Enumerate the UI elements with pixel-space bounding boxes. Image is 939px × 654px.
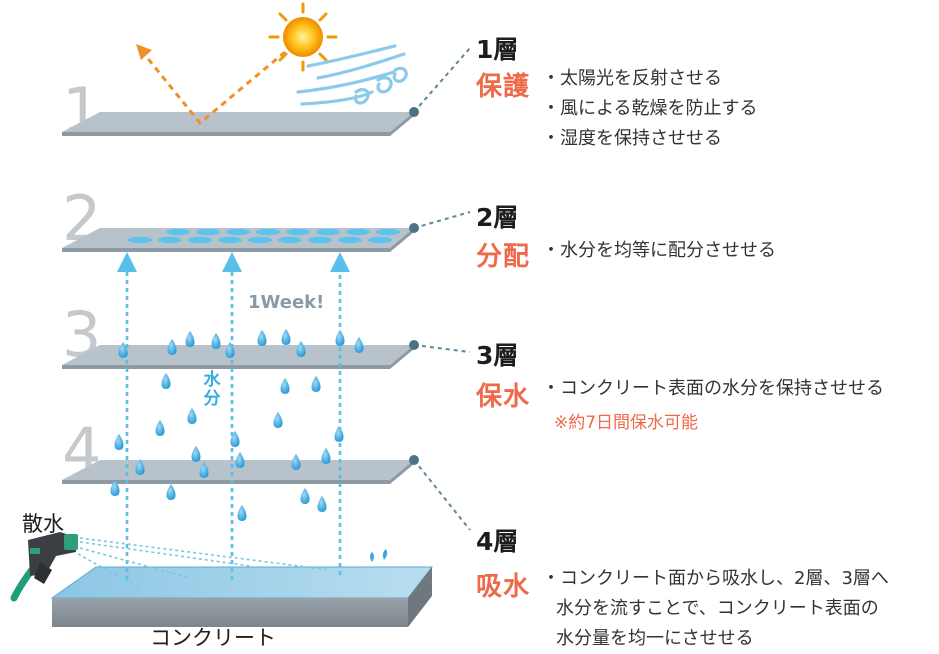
water-hole <box>226 228 250 236</box>
concrete-block <box>50 566 434 627</box>
connector-lines <box>413 47 471 531</box>
water-arrowheads <box>117 252 350 272</box>
water-flow-arrows <box>125 270 342 580</box>
hose-nozzle-icon <box>10 532 78 602</box>
water-droplet <box>235 452 245 468</box>
layer-1-desc-1: ・太陽光を反射させる <box>542 68 722 89</box>
water-droplet <box>135 459 145 475</box>
water-hole <box>278 236 302 244</box>
layer-1-desc-2: ・風による乾燥を防止する <box>542 98 758 119</box>
water-droplet <box>296 341 306 357</box>
water-hole <box>248 236 272 244</box>
concrete-label: コンクリート <box>150 626 276 650</box>
layer-4-desc-3: 水分量を均一にさせせる <box>556 628 754 649</box>
water-hole <box>166 228 190 236</box>
water-droplet <box>317 496 327 512</box>
water-hole <box>308 236 332 244</box>
water-droplet <box>291 454 301 470</box>
water-droplet <box>354 337 364 353</box>
layer-1-role: 保護 <box>476 72 531 102</box>
layer-1-sheet <box>62 112 414 136</box>
layer-2-desc-1: ・水分を均等に配分させせる <box>542 240 776 261</box>
water-droplet <box>167 339 177 355</box>
water-droplet <box>321 448 331 464</box>
water-hole <box>256 228 280 236</box>
water-droplet <box>281 329 291 345</box>
one-week-label: 1Week! <box>248 292 325 313</box>
layer-3-sheet <box>62 345 414 369</box>
layer-2-title: 2層 <box>476 203 519 232</box>
layer-4-desc-2: 水分を流すことで、コンクリート表面の <box>556 598 879 619</box>
water-droplet <box>114 434 124 450</box>
water-hole <box>338 236 362 244</box>
water-hole <box>346 228 370 236</box>
layer-3-title: 3層 <box>476 341 519 370</box>
water-hole <box>196 228 220 236</box>
water-hole <box>188 236 212 244</box>
spray-label: 散水 <box>22 512 64 536</box>
layer-1-title: 1層 <box>476 35 519 64</box>
sunlight-reflection-arrow <box>136 44 286 126</box>
water-droplet <box>230 431 240 447</box>
water-droplet <box>280 378 290 394</box>
water-droplet <box>257 330 267 346</box>
splash-drops <box>370 549 388 562</box>
layer-4-role: 吸水 <box>476 572 531 602</box>
water-droplet <box>273 412 283 428</box>
layer-4-sheet <box>62 460 414 484</box>
water-droplet <box>185 331 195 347</box>
water-hole <box>368 236 392 244</box>
water-droplet <box>166 484 176 500</box>
spray-lines <box>77 537 331 589</box>
water-hole <box>128 236 152 244</box>
layer-4-desc-1: ・コンクリート面から吸水し、2層、3層へ <box>542 568 889 589</box>
water-droplet <box>334 426 344 442</box>
layer-3-desc-1: ・コンクリート表面の水分を保持させせる <box>542 378 884 399</box>
water-hole <box>286 228 310 236</box>
wind-icon <box>296 44 408 106</box>
connector-dots <box>409 107 419 465</box>
water-hole <box>218 236 242 244</box>
water-droplet <box>191 446 201 462</box>
layer-number-1: 1 <box>62 74 101 147</box>
sun-icon <box>268 2 338 72</box>
water-droplet <box>118 342 128 358</box>
layer-4-title: 4層 <box>476 527 519 556</box>
water-droplet <box>161 373 171 389</box>
layer-1-desc-3: ・湿度を保持させせる <box>542 128 722 149</box>
water-droplet <box>155 420 165 436</box>
water-label: 水 分 <box>203 370 221 409</box>
water-droplet <box>225 342 235 358</box>
water-droplet <box>311 376 321 392</box>
water-droplet <box>110 480 120 496</box>
layer-2-role: 分配 <box>476 242 531 272</box>
water-droplets <box>110 329 364 521</box>
water-droplet <box>237 505 247 521</box>
layer-3-role: 保水 <box>476 382 531 412</box>
water-droplet <box>211 333 221 349</box>
water-hole <box>316 228 340 236</box>
layer-3-note: ※約7日間保水可能 <box>554 413 699 433</box>
water-droplet <box>187 408 197 424</box>
water-droplet <box>300 488 310 504</box>
water-droplet <box>335 330 345 346</box>
water-hole <box>376 228 400 236</box>
water-hole <box>158 236 182 244</box>
layer-2-water-holes <box>128 228 400 244</box>
water-droplet <box>199 462 209 478</box>
